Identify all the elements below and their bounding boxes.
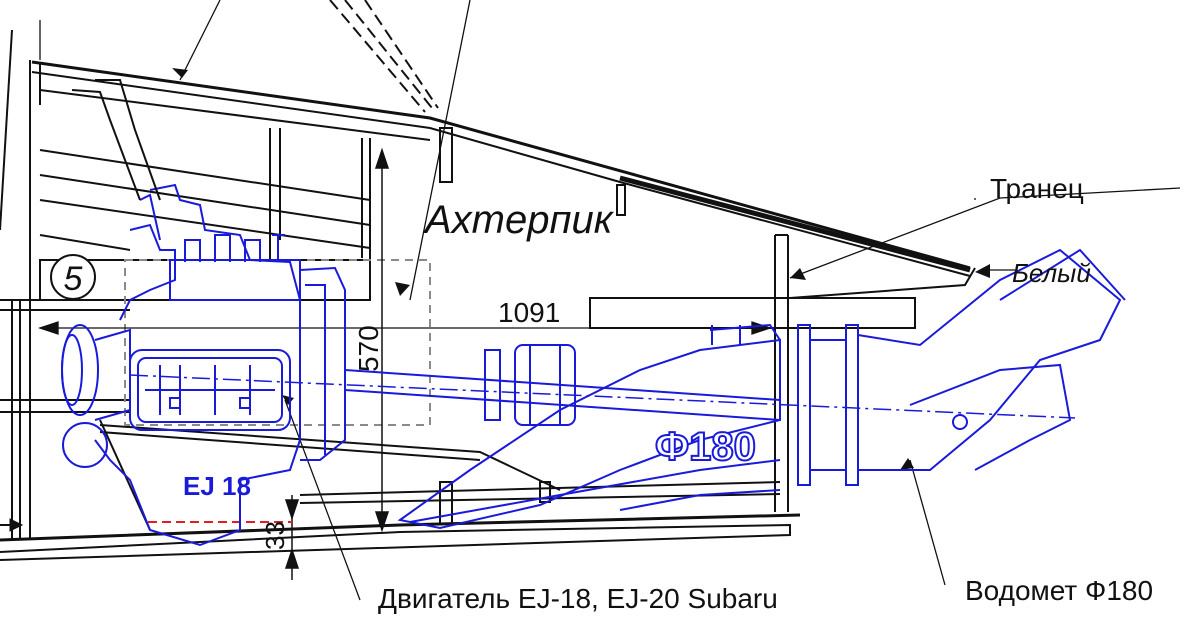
waterjet: [397, 248, 1126, 530]
hatch-lines: [329, 0, 439, 113]
clearance-dimension: [284, 495, 300, 580]
side-arrows: [0, 518, 24, 532]
section-number: 5: [64, 260, 83, 298]
deck-line: [31, 60, 971, 270]
transom-label: Транец: [990, 173, 1084, 204]
clearance-dimension-value: 33: [260, 521, 290, 550]
afterpeak-label: Ахтерпик: [423, 198, 615, 242]
equipment: [61, 79, 1126, 547]
bottom-line: [0, 513, 801, 542]
leader-lines: [39, 0, 1181, 601]
section-marker: 5: [50, 254, 96, 300]
leader-arrowheads: [172, 68, 990, 470]
white-label: Белый: [1012, 258, 1091, 288]
jet-marking: Ф180: [655, 425, 756, 469]
height-dimension-value: 570: [353, 325, 384, 372]
envelope-box: [124, 259, 431, 426]
center-line: [129, 374, 1076, 419]
engine-marking: EJ 18: [183, 471, 251, 501]
waterjet-label: Водомет Ф180: [965, 575, 1153, 606]
length-dimension-value: 1091: [498, 297, 560, 328]
engine-label: Двигатель EJ-18, EJ-20 Subaru: [378, 583, 778, 614]
engine: [61, 183, 346, 547]
length-dimension: [37, 321, 773, 335]
drive-shaft: [344, 344, 781, 426]
height-dimension: [374, 147, 390, 533]
exhaust-pipe: [71, 79, 161, 201]
hull-structure: [0, 29, 976, 561]
